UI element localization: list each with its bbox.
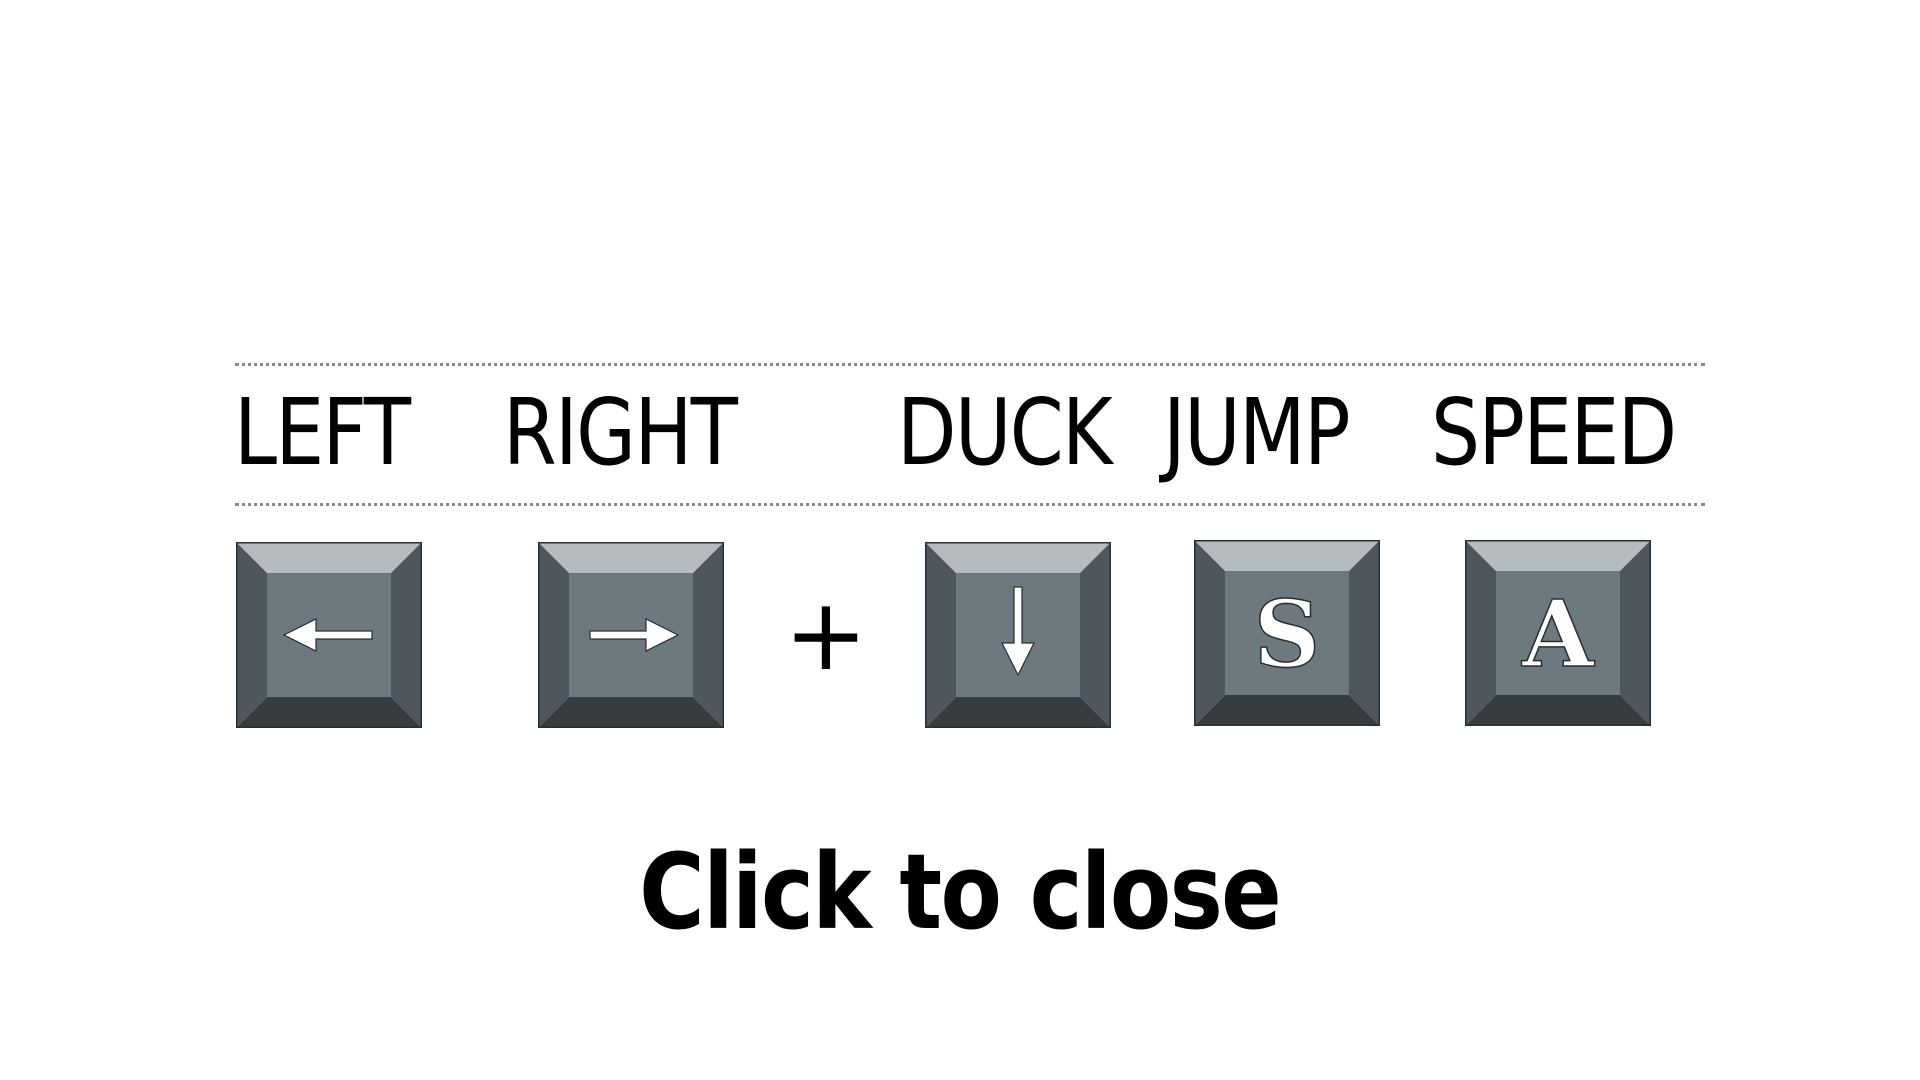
key-s: S — [1194, 540, 1380, 726]
key-a: A — [1465, 540, 1651, 726]
label-left: LEFT — [234, 379, 411, 486]
close-button[interactable]: Click to close — [0, 832, 1920, 952]
key-a-letter: A — [1521, 580, 1595, 688]
key-left-arrow — [236, 542, 422, 728]
arrow-left-icon — [236, 542, 422, 728]
key-down-arrow — [925, 542, 1111, 728]
arrow-down-icon — [925, 542, 1111, 728]
arrow-right-icon — [538, 542, 724, 728]
label-right: RIGHT — [503, 379, 738, 486]
label-duck: DUCK — [897, 379, 1113, 486]
key-right-arrow — [538, 542, 724, 728]
key-s-letter: S — [1254, 580, 1320, 688]
close-hint-text: Click to close — [639, 831, 1283, 953]
plus-sign: + — [784, 576, 868, 693]
divider-top — [235, 363, 1705, 366]
label-jump: JUMP — [1163, 379, 1351, 486]
divider-bottom — [235, 503, 1705, 506]
label-speed: SPEED — [1431, 379, 1677, 486]
